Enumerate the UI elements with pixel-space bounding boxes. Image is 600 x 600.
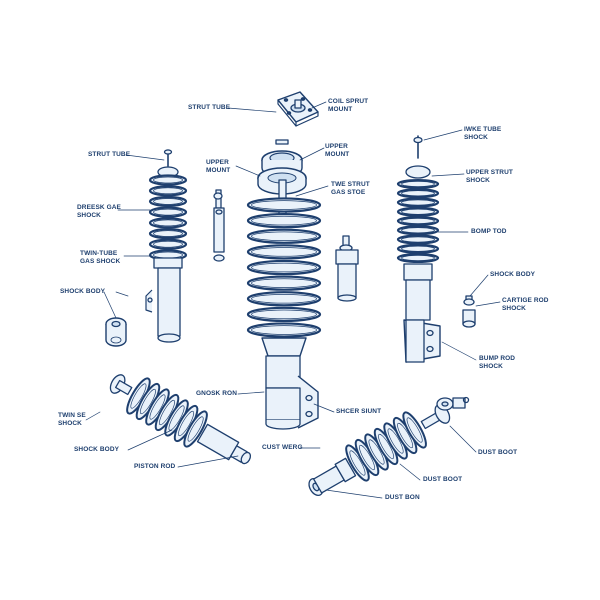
label-shcer-siunt: SHCER SIUNT <box>336 408 382 415</box>
label-bump-rod-shock: BUMP ROD SHOCK <box>479 355 516 370</box>
upper-mount-plate <box>277 91 319 127</box>
center-shock-body <box>265 355 301 389</box>
left-shock-body <box>157 267 181 337</box>
label-coil-sprut-mount: COIL SPRUT MOUNT <box>328 98 369 113</box>
label-gnosk-ron: GNOSK RON <box>196 390 237 397</box>
right-shock-body <box>405 279 431 321</box>
label-upper-mount-center: UPPER MOUNT <box>325 143 350 158</box>
label-twin-se-shock: TWIN SE SHOCK <box>58 412 86 427</box>
left-bushing <box>105 317 127 347</box>
upper-mount-rings <box>257 139 307 195</box>
left-small-shock <box>213 189 225 262</box>
right-coil-spring <box>396 179 440 263</box>
label-twe-strut-gas-stoe: TWE STRUT GAS STOE <box>331 181 370 196</box>
label-bomp-tod: BOMP TOD <box>471 228 507 235</box>
bottom-left-coil-spring <box>126 377 208 448</box>
label-strut-tube-top: STRUT TUBE <box>188 104 231 111</box>
label-strut-tube-left: STRUT TUBE <box>88 151 131 158</box>
leader-lines <box>85 101 501 499</box>
left-coil-spring <box>148 174 188 261</box>
left-strut <box>145 149 188 343</box>
center-strut-assembly <box>246 179 322 430</box>
label-twin-tube-gas-shock: TWIN-TUBE GAS SHOCK <box>80 250 121 265</box>
label-shock-body-bottom: SHOCK BODY <box>74 446 120 453</box>
label-shock-body-left: SHOCK BODY <box>60 288 106 295</box>
label-dreesk-gae-shock: DREESK GAE SHOCK <box>77 204 121 219</box>
end-caps <box>436 396 470 411</box>
center-knuckle-bracket <box>297 375 319 429</box>
label-dust-bon: DUST BON <box>385 494 420 501</box>
label-upper-strut-shock: UPPER STRUT SHOCK <box>466 169 513 184</box>
label-cartige-rod-shock: CARTIGE ROD SHOCK <box>502 297 549 312</box>
gas-strut-cartridge <box>335 235 359 302</box>
bottom-left-shock <box>109 374 252 465</box>
bottom-right-coil-spring <box>345 411 427 482</box>
label-piston-rod: PISTON ROD <box>134 463 176 470</box>
center-coil-spring <box>246 197 322 338</box>
label-shock-body-right: SHOCK BODY <box>490 271 536 278</box>
label-dust-boot-1: DUST BOOT <box>478 449 518 456</box>
right-strut <box>396 135 441 363</box>
center-spring-seat <box>261 337 307 357</box>
label-cust-werg: CUST WERG <box>262 444 303 451</box>
label-upper-mount-left: UPPER MOUNT <box>206 159 231 174</box>
label-dust-boot-2: DUST BOOT <box>423 476 463 483</box>
right-small-parts <box>462 295 476 328</box>
label-iwke-tube-shock: IWKE TUBE SHOCK <box>464 126 502 141</box>
bottom-right-shock <box>308 404 451 497</box>
